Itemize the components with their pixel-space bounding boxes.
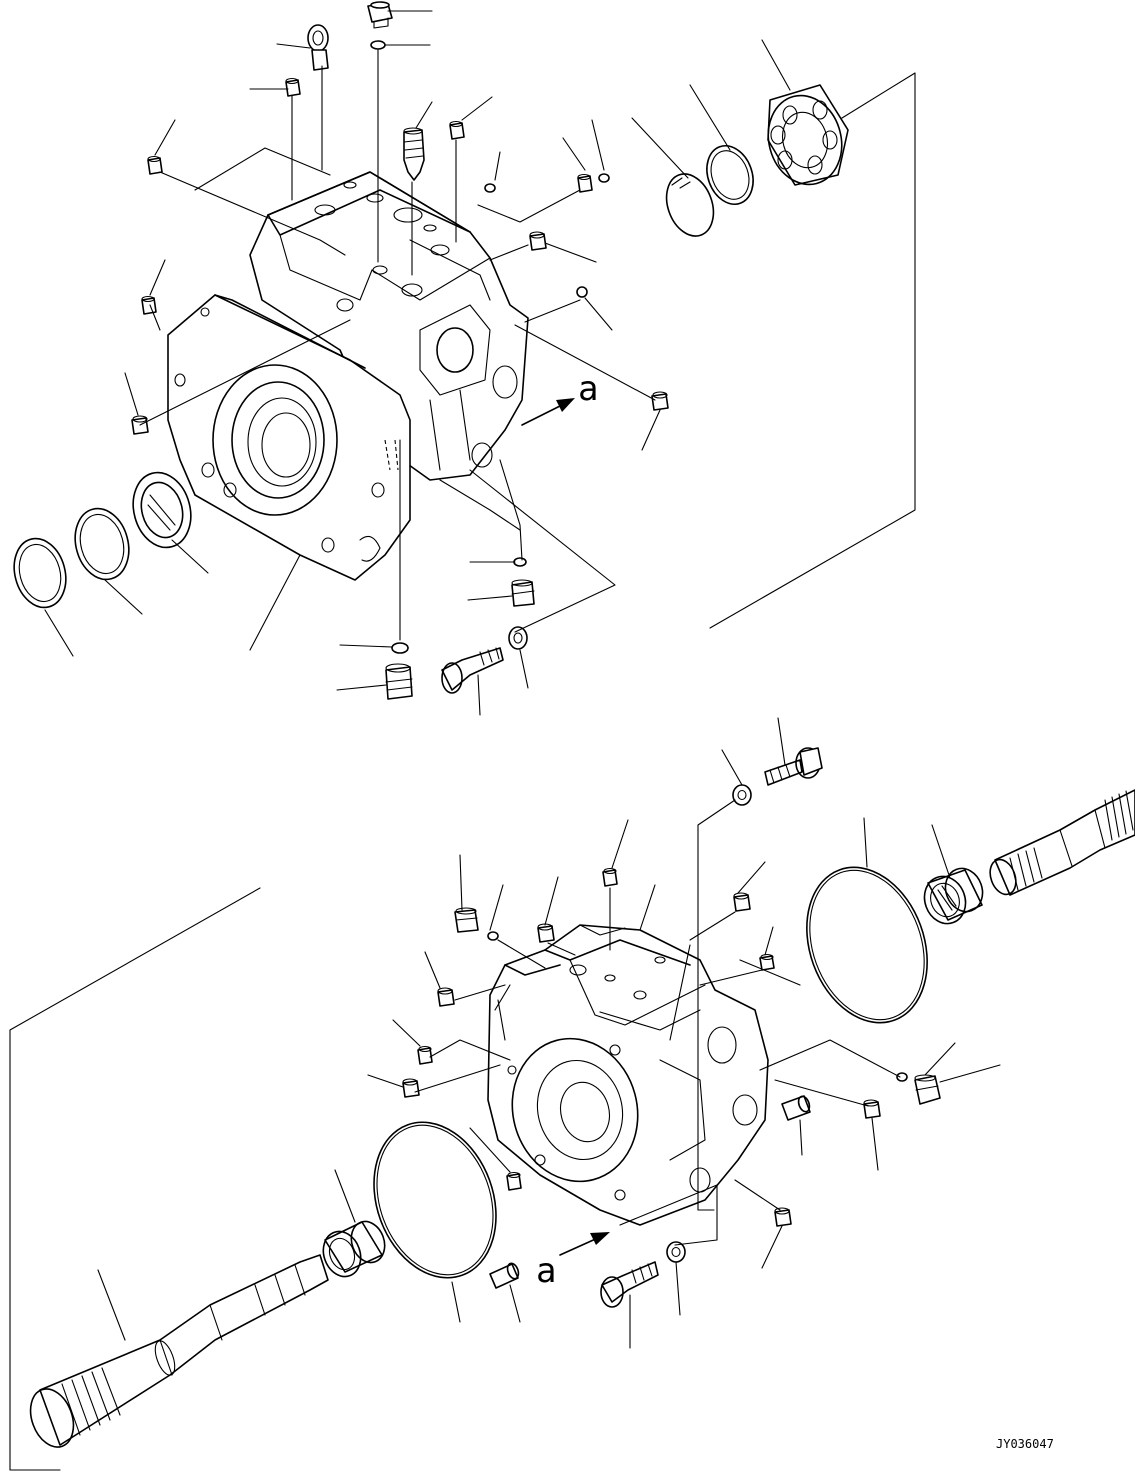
valve-needle xyxy=(403,127,425,181)
o-ring-4 xyxy=(576,286,588,298)
o-ring-2 xyxy=(484,183,496,193)
pump-case-lower xyxy=(487,924,769,1226)
oil-seal-left xyxy=(132,471,192,549)
plug-lower-t8 xyxy=(402,1078,420,1098)
plug-lower-r2 xyxy=(863,1099,881,1119)
o-ring-7 xyxy=(896,1072,908,1082)
pin-right xyxy=(781,1095,811,1121)
drawing-number: JY036047 xyxy=(996,1437,1054,1451)
plug-small-2 xyxy=(449,120,465,140)
o-ring-6 xyxy=(391,642,409,654)
plug-lower-t6 xyxy=(437,987,455,1007)
drive-shaft-left xyxy=(29,1254,329,1448)
plug-top xyxy=(367,1,393,29)
plug-lower-right xyxy=(914,1074,941,1105)
plug-lower-r3 xyxy=(774,1207,792,1227)
o-ring-large-right xyxy=(806,866,928,1024)
plug-lower-t5 xyxy=(759,953,775,971)
plug-small-4 xyxy=(147,155,163,175)
snap-ring-left xyxy=(13,537,67,609)
needle-bearing-left xyxy=(322,1220,386,1278)
view-arrow-lower: a xyxy=(536,1232,610,1291)
plug-bottom-2 xyxy=(385,663,413,700)
o-ring-large-left xyxy=(373,1121,497,1279)
lower-pump-assembly: a xyxy=(9,717,1135,1471)
washer-1 xyxy=(508,626,528,650)
plug-small-7 xyxy=(131,415,149,435)
plug-lower-t1 xyxy=(454,907,479,933)
plug-lower-t3 xyxy=(602,867,618,887)
plug-small-8 xyxy=(651,391,669,411)
leader-lines-upper xyxy=(44,10,916,716)
plug-lower-t9 xyxy=(506,1171,522,1191)
drive-shaft-right xyxy=(989,789,1135,896)
view-arrow-upper: a xyxy=(521,369,598,426)
pin-lower xyxy=(489,1262,520,1289)
snap-ring-upper-right xyxy=(665,173,715,237)
o-ring-top xyxy=(370,40,386,50)
plug-bottom-1 xyxy=(511,579,535,607)
ring-upper-right xyxy=(706,145,754,205)
plug-lower-t7 xyxy=(417,1045,433,1065)
ring-left xyxy=(74,507,130,581)
leader-lines-lower xyxy=(9,717,1001,1471)
o-ring-8 xyxy=(487,931,499,941)
bolt-upper xyxy=(441,647,504,694)
pump-case-upper xyxy=(249,171,529,481)
bolt-lower xyxy=(600,1261,659,1308)
needle-bearing-right xyxy=(923,867,984,925)
eye-bolt xyxy=(307,24,329,71)
bolt-lower-right xyxy=(764,747,823,786)
o-ring-5 xyxy=(513,557,527,567)
plug-small-6 xyxy=(141,295,157,315)
pump-flange-upper xyxy=(167,294,411,581)
upper-pump-assembly: a xyxy=(13,1,916,716)
washer-2 xyxy=(732,784,752,806)
plug-lower-t4 xyxy=(733,892,751,912)
view-label-upper: a xyxy=(578,369,598,409)
o-ring-3 xyxy=(598,173,610,183)
view-label-lower: a xyxy=(536,1251,556,1291)
plug-small-1 xyxy=(285,77,301,97)
plug-lower-t2 xyxy=(537,923,555,943)
plug-small-5 xyxy=(529,231,547,251)
roller-bearing-upper xyxy=(767,84,849,186)
plug-small-3 xyxy=(577,173,593,193)
